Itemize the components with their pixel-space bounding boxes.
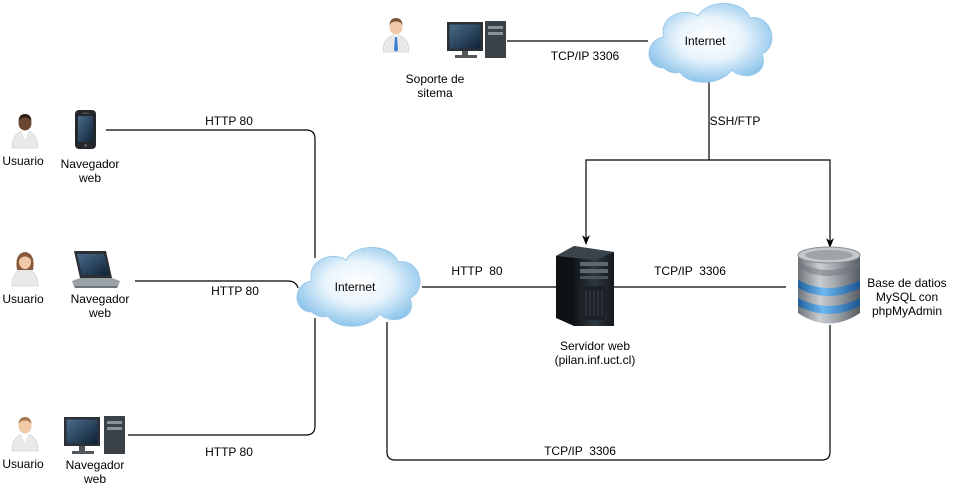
server-tower-icon xyxy=(556,246,614,326)
user-2-label: Usuario xyxy=(2,292,44,306)
database-node: Base de datios MySQL con phpMyAdmin xyxy=(797,246,947,324)
link-label-user3: HTTP 80 xyxy=(205,445,253,459)
internet-cloud-top: Internet xyxy=(648,3,773,83)
link-label-user1: HTTP 80 xyxy=(205,114,253,128)
desktop-computer-icon xyxy=(64,416,125,454)
link-ssh-db xyxy=(709,159,834,248)
link-label-server-db: TCP/IP 3306 xyxy=(654,264,726,278)
web-server-node: Servidor web (pilan.inf.uct.cl) xyxy=(555,246,636,367)
cloud-top-shape xyxy=(648,3,773,83)
user-3: Usuario Navegador web xyxy=(2,416,125,486)
support-desktop-icon xyxy=(447,21,506,58)
link-label-user2: HTTP 80 xyxy=(211,284,259,298)
link-label-internet-db: TCP/IP 3306 xyxy=(544,444,616,458)
client-3-label-line1: Navegador xyxy=(66,458,125,472)
user-1-label: Usuario xyxy=(2,154,44,168)
internet-cloud-left: Internet xyxy=(296,247,421,327)
cloud-left-shape xyxy=(296,247,421,327)
database-label-line3: phpMyAdmin xyxy=(872,304,942,318)
link-label-support: TCP/IP 3306 xyxy=(551,49,620,63)
laptop-icon xyxy=(72,251,120,288)
client-3-label-line2: web xyxy=(83,472,106,486)
support-person-icon xyxy=(382,18,410,53)
database-label-line2: MySQL con xyxy=(876,290,938,304)
client-1-label-line1: Navegador xyxy=(61,157,120,171)
user-3-label: Usuario xyxy=(2,457,44,471)
support-label-line2: sitema xyxy=(417,86,453,100)
database-cylinder-icon xyxy=(797,246,861,324)
user-1: Usuario Navegador web xyxy=(2,110,119,185)
connection-lines xyxy=(106,40,834,461)
link-user1-internet xyxy=(106,129,316,258)
link-internet-db-bottom xyxy=(386,322,831,461)
client-2-label-line2: web xyxy=(88,306,111,320)
person-icon xyxy=(11,114,39,149)
database-label-line1: Base de datios xyxy=(867,276,946,290)
person-icon xyxy=(11,252,39,287)
client-2-label-line1: Navegador xyxy=(71,292,130,306)
person-icon xyxy=(11,417,39,452)
server-label-line1: Servidor web xyxy=(560,339,630,353)
internet-left-label: Internet xyxy=(335,280,376,294)
link-user2-internet xyxy=(135,280,299,289)
client-1-label-line2: web xyxy=(78,171,101,185)
server-label-line2: (pilan.inf.uct.cl) xyxy=(555,353,636,367)
link-label-ssh: SSH/FTP xyxy=(710,114,761,128)
support-label-line1: Soporte de xyxy=(406,72,465,86)
smartphone-icon xyxy=(75,110,96,149)
user-2: Usuario Navegador web xyxy=(2,251,129,320)
link-label-internet-server: HTTP 80 xyxy=(451,264,502,278)
internet-top-label: Internet xyxy=(685,34,726,48)
link-ssh-server xyxy=(582,159,709,245)
link-user3-internet xyxy=(128,318,316,436)
support-node: Soporte de sitema xyxy=(382,18,506,100)
